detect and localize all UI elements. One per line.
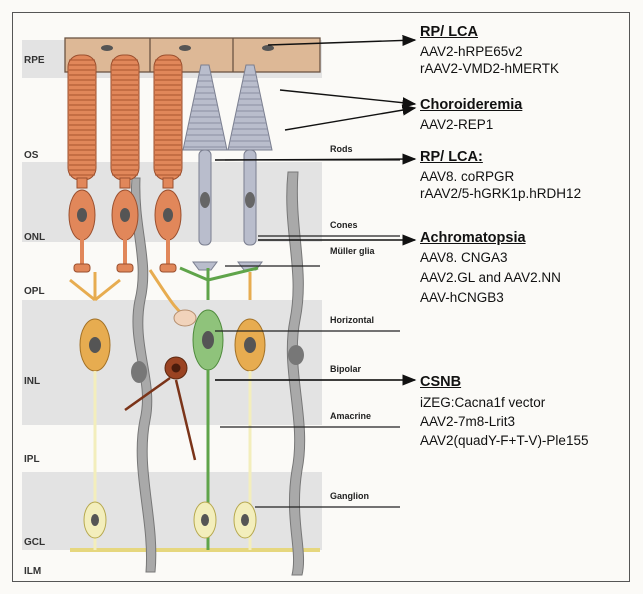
disease-choroideremia: Choroideremia: [420, 97, 522, 113]
rpe-nucleus: [262, 45, 274, 51]
therapy-item: AAV2-REP1: [420, 117, 493, 133]
layer-label-ilm: ILM: [24, 566, 41, 577]
therapy-item: AAV2-7m8-Lrit3: [420, 414, 515, 430]
cell-label: Cones: [330, 220, 358, 230]
gcl-band: [22, 472, 322, 550]
rpe-cell-layer: [65, 38, 320, 72]
disease-achromatopsia: Achromatopsia: [420, 230, 526, 246]
layer-label-inl: INL: [24, 376, 40, 387]
therapy-item: AAV2(quadY-F+T-V)-Ple155: [420, 433, 588, 449]
layer-label-ipl: IPL: [24, 454, 40, 465]
therapy-item: AAV8. CNGA3: [420, 250, 508, 266]
cell-label: Müller glia: [330, 246, 376, 256]
disease-rp-lca: RP/ LCA: [420, 24, 478, 40]
layer-label-opl: OPL: [24, 286, 45, 297]
cell-label: Amacrine: [330, 411, 371, 421]
therapy-item: AAV2-hRPE65v2: [420, 44, 523, 60]
therapy-item: AAV-hCNGB3: [420, 290, 504, 306]
disease-rp-lca-2: RP/ LCA:: [420, 149, 483, 165]
muller-nucleus: [131, 361, 147, 383]
horizontal-cell: [174, 310, 196, 326]
layer-label-onl: ONL: [24, 232, 45, 243]
therapy-item: iZEG:Cacna1f vector: [420, 395, 545, 411]
rpe-nucleus: [101, 45, 113, 51]
layer-label-rpe: RPE: [24, 55, 45, 66]
disease-arrow: [285, 108, 415, 130]
disease-csnb: CSNB: [420, 374, 461, 390]
muller-nucleus: [288, 345, 304, 365]
rpe-nucleus: [179, 45, 191, 51]
therapy-item: rAAV2/5-hGRK1p.hRDH12: [420, 186, 581, 202]
cell-label: Ganglion: [330, 491, 369, 501]
therapy-item: AAV8. coRPGR: [420, 169, 514, 185]
disease-arrow: [215, 159, 415, 160]
disease-arrow: [280, 90, 415, 104]
therapy-item: AAV2.GL and AAV2.NN: [420, 270, 561, 286]
rod-photoreceptors: [68, 55, 182, 272]
therapy-item: rAAV2-VMD2-hMERTK: [420, 61, 559, 77]
layer-label-gcl: GCL: [24, 537, 45, 548]
layer-label-os: OS: [24, 150, 39, 161]
cell-label: Bipolar: [330, 364, 362, 374]
cell-label: Rods: [330, 144, 353, 154]
cell-label: Horizontal: [330, 315, 374, 325]
